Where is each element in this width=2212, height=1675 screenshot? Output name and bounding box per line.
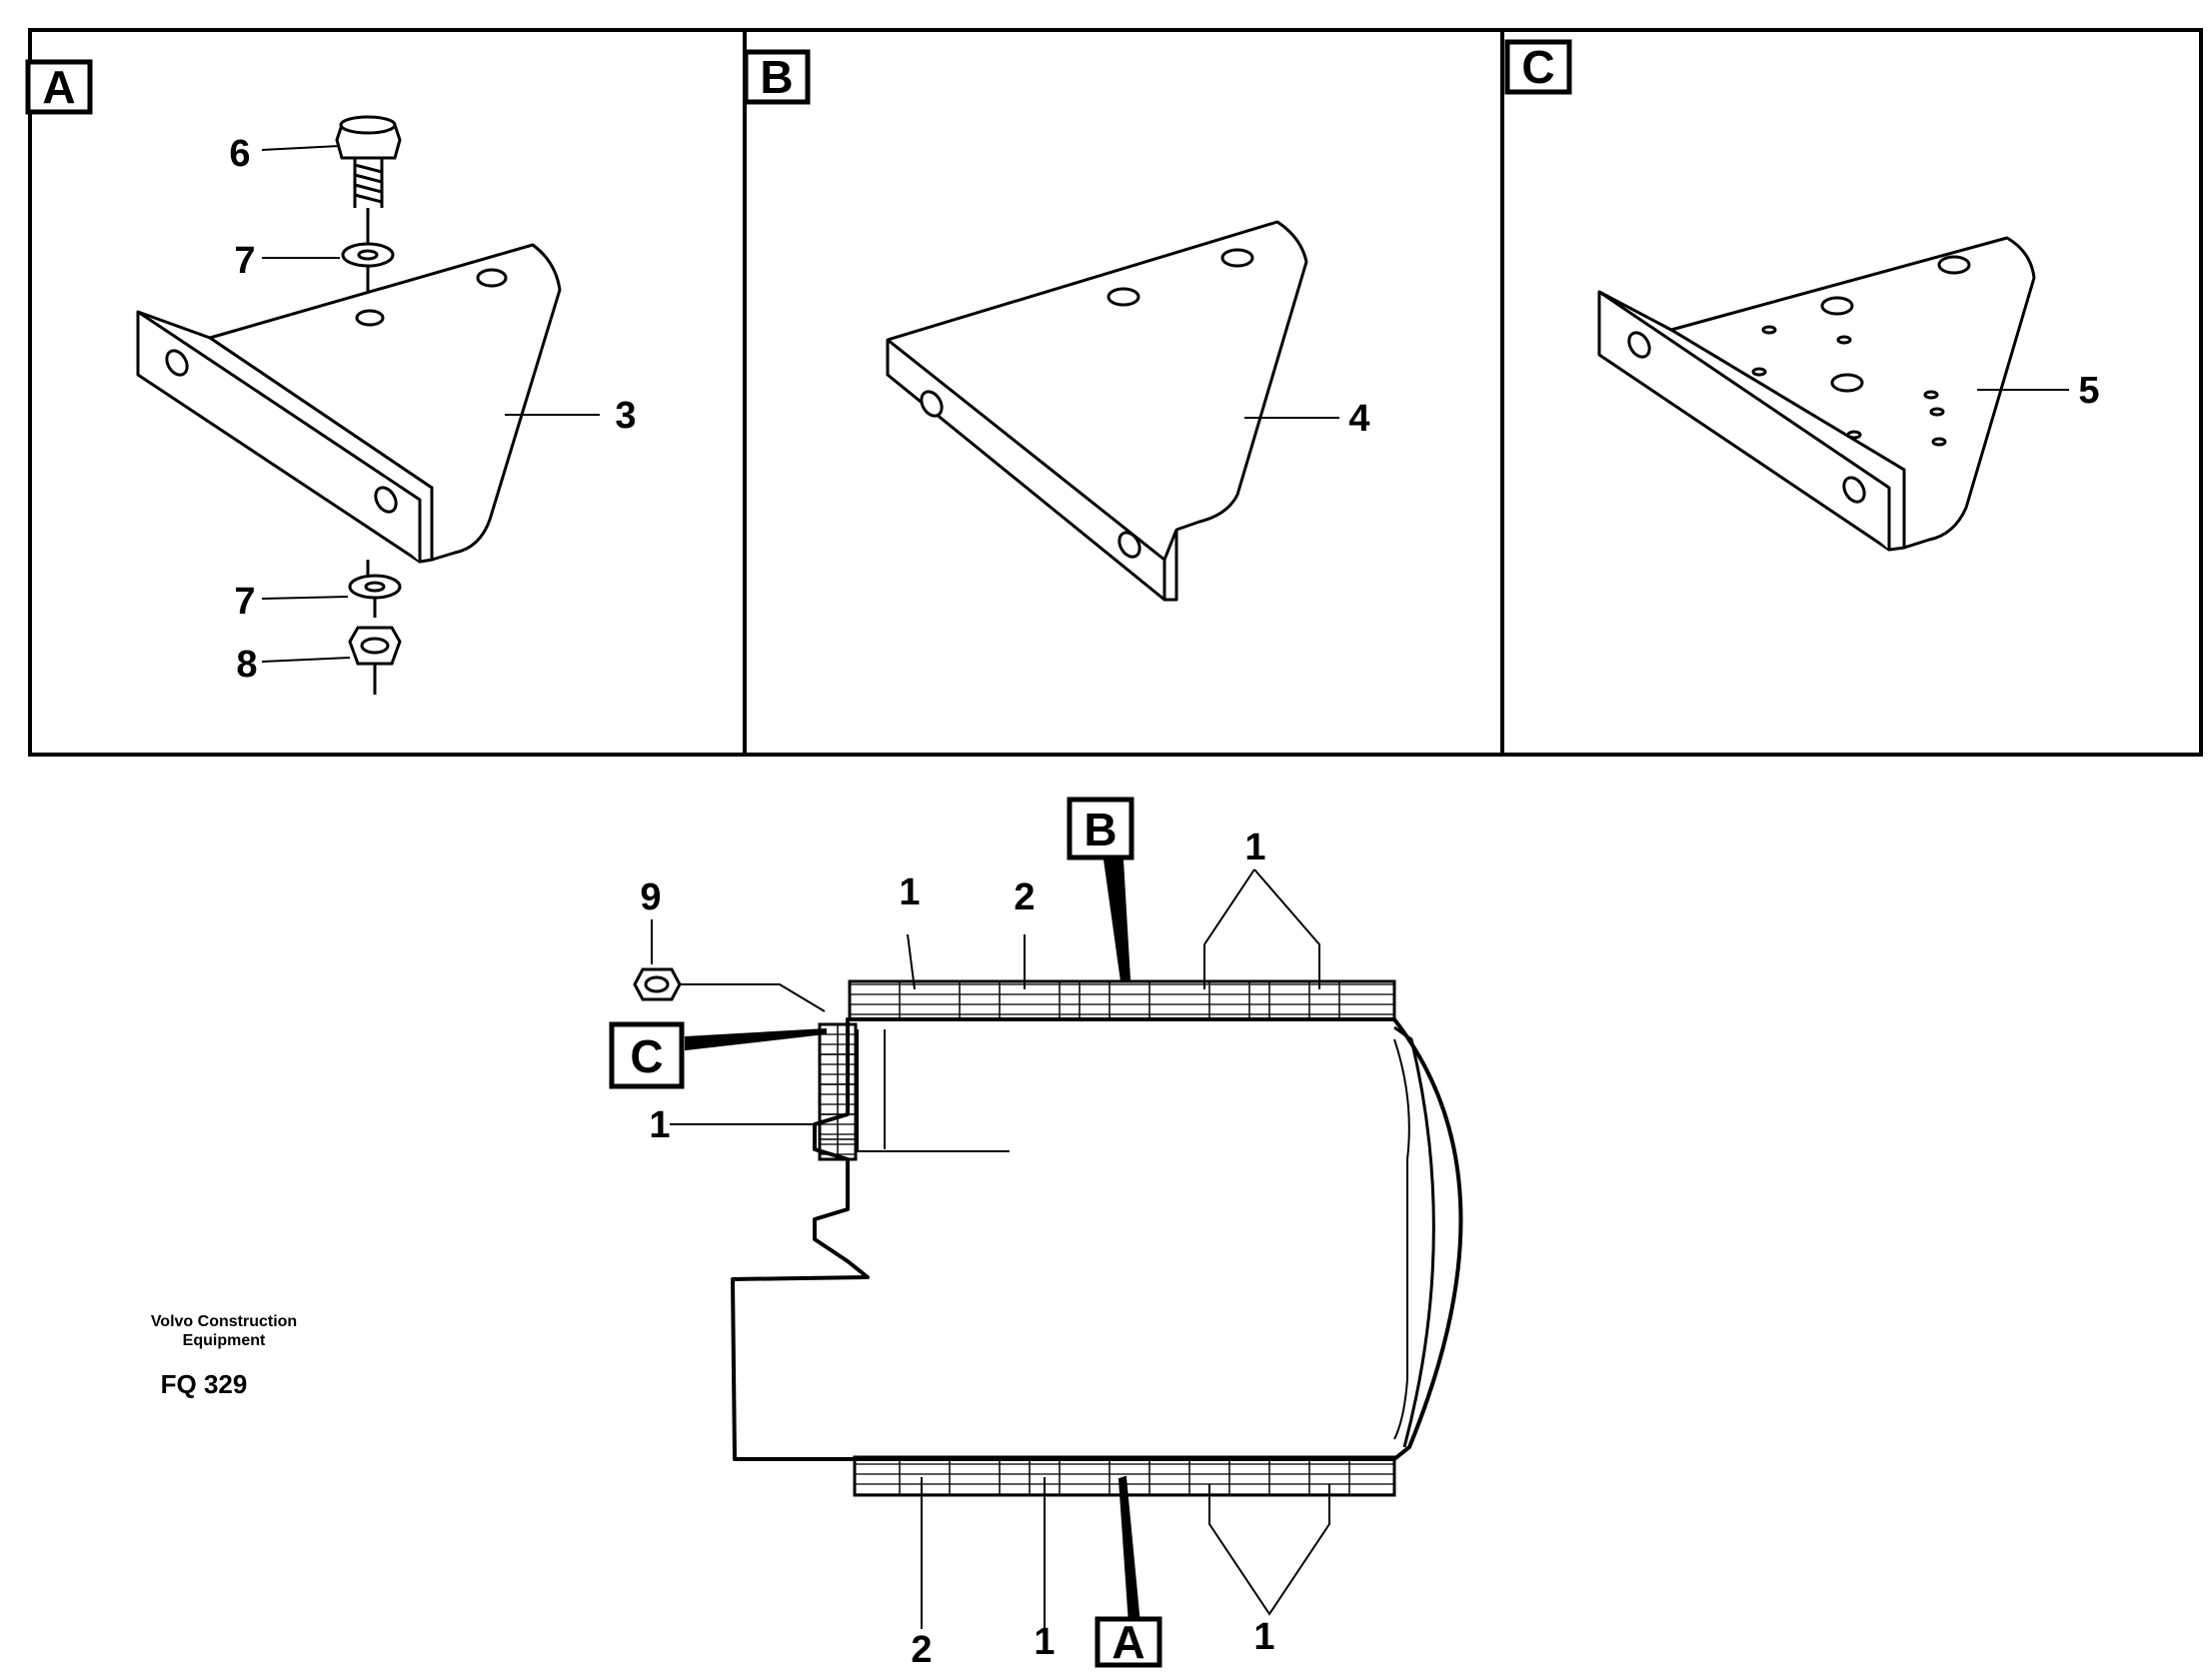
bracket-part-3 [136, 243, 562, 575]
callout-1-top-left: 1 [899, 871, 920, 913]
panels-frame [28, 28, 2203, 757]
callout-1-bottom: 1 [1034, 1621, 1055, 1663]
callout-2-bottom: 2 [911, 1629, 932, 1670]
panel-b-letter-box: B [743, 49, 811, 105]
panel-b-letter: B [760, 51, 793, 103]
nut-part-8 [348, 626, 402, 695]
callout-6: 6 [229, 133, 250, 175]
side-strip [818, 1022, 858, 1161]
callout-7-bottom: 7 [234, 581, 255, 623]
box-label-b-text: B [1084, 804, 1116, 855]
panel-a-leaders [261, 145, 600, 663]
callout-1-bottom-pair: 1 [1253, 1616, 1274, 1658]
plate-part-4 [886, 220, 1308, 602]
box-pointers [685, 858, 1141, 1625]
box-label-a: A [1095, 1616, 1162, 1668]
box-label-c: C [609, 1021, 685, 1089]
box-label-a-text: A [1111, 1616, 1144, 1668]
callout-9: 9 [640, 876, 661, 918]
panel-a: A [25, 59, 637, 695]
bolt-part-6 [335, 115, 402, 245]
assembly-view: B C A 9 1 2 1 1 2 1 1 [609, 797, 1463, 1671]
top-strip [848, 979, 1396, 1021]
panel-b: B 4 [743, 49, 1370, 602]
figure-code: FQ 329 [160, 1369, 248, 1399]
panel-c-letter-box: C [1504, 39, 1572, 95]
assembly-leaders [651, 868, 1330, 1629]
panel-a-letter-box: A [25, 59, 93, 115]
company-line-2: Equipment [182, 1332, 266, 1349]
panel-c: C 5 [1504, 39, 2100, 552]
callout-3: 3 [615, 395, 636, 437]
callout-8: 8 [236, 644, 257, 686]
callout-1-top-pair: 1 [1244, 827, 1265, 868]
box-label-c-text: C [630, 1030, 663, 1082]
panel-a-letter: A [42, 61, 75, 113]
callout-5: 5 [2078, 370, 2099, 412]
wheel-body [731, 1017, 1463, 1461]
callout-2-top: 2 [1014, 876, 1035, 918]
callout-1-side: 1 [649, 1104, 670, 1146]
bracket-part-5 [1597, 236, 2036, 552]
callout-7-top: 7 [234, 240, 255, 282]
box-label-b: B [1067, 797, 1134, 860]
panel-c-letter: C [1521, 41, 1554, 93]
company-line-1: Volvo Construction [150, 1313, 298, 1330]
callout-4: 4 [1348, 398, 1369, 440]
nut-part-9 [633, 967, 682, 1001]
washer-part-7-bottom [348, 574, 402, 618]
